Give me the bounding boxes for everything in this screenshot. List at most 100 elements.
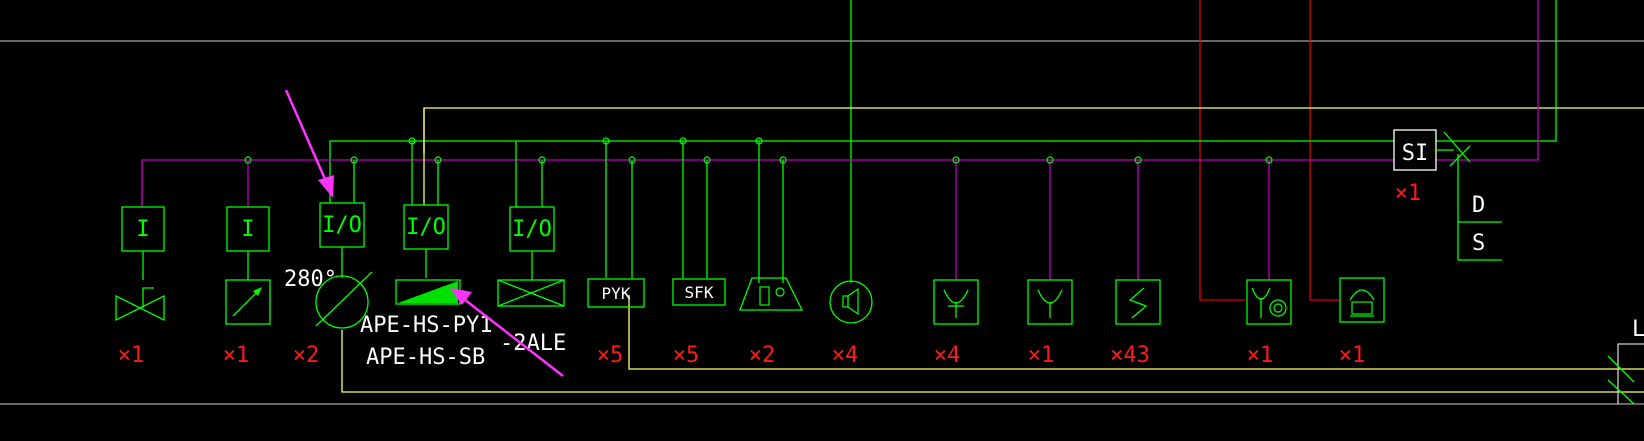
si-label: SI: [1402, 141, 1429, 166]
quantity-label: ×4: [832, 343, 859, 368]
heat-detector-cup: [943, 289, 969, 304]
speaker-icon: [829, 280, 873, 324]
combo-detector-ring-outer: [1269, 299, 1287, 317]
device-fire-damper[interactable]: I/O 280° ×2: [284, 156, 373, 368]
yellow-wire-upper: [423, 107, 1644, 153]
device-valve[interactable]: I ×1: [115, 160, 165, 368]
device-alarm-bell[interactable]: ×2: [739, 137, 804, 368]
junction-dot: [779, 156, 787, 164]
junction-dot: [679, 137, 687, 145]
device-combo-detector[interactable]: ×1: [1246, 156, 1292, 368]
quantity-label: ×1: [1247, 343, 1274, 368]
smoke-detector-icon: [1027, 279, 1073, 325]
speaker-cone: [847, 287, 859, 316]
pyk-box: [587, 278, 645, 308]
module-label: I/O: [512, 217, 552, 242]
device-smoke-exhaust-outlet[interactable]: I/O APE-HS-PY1 APE-HS-SB: [360, 108, 492, 370]
red-wire-2: [1309, 0, 1340, 301]
device-telephone[interactable]: ×1: [1339, 277, 1385, 368]
quantity-label: ×4: [934, 343, 961, 368]
sb-code-label: APE-HS-SB: [366, 345, 485, 370]
module-label: I: [241, 217, 254, 242]
device-smoke-damper[interactable]: I/O -2ALE: [497, 141, 566, 356]
telephone-icon: [1339, 277, 1385, 323]
si-quantity-label: ×1: [1395, 181, 1422, 206]
s-detector-zigzag: [1128, 287, 1148, 319]
smoke-detector-cup: [1037, 289, 1063, 304]
device-heat-detector[interactable]: ×4: [933, 156, 979, 368]
quantity-label: ×5: [673, 343, 700, 368]
combo-detector-icon: [1246, 279, 1292, 325]
device-speaker[interactable]: ×4: [829, 280, 873, 368]
quantity-label: ×43: [1110, 343, 1150, 368]
junction-dot: [244, 156, 252, 164]
angle-annotation: 280°: [284, 267, 337, 292]
combo-detector-ring-inner: [1273, 303, 1283, 313]
fire-damper-icon: [315, 275, 369, 329]
s-detector-icon: [1115, 279, 1161, 325]
valve-stem: [142, 287, 154, 308]
device-s-detector[interactable]: ×43: [1110, 156, 1161, 368]
device-flow-switch[interactable]: I ×1: [223, 156, 271, 368]
junction-dot: [703, 156, 711, 164]
arrow-shaft: [459, 295, 564, 377]
junction-dot: [602, 137, 610, 145]
edge-bracket: [1617, 343, 1644, 404]
junction-dot: [1046, 156, 1054, 164]
d-label: D: [1472, 193, 1485, 218]
valve-icon: [115, 294, 165, 322]
edge-label: LI: [1632, 317, 1644, 342]
smoke-damper-cross-2: [497, 279, 565, 307]
yellow-wire-lower-2: [628, 295, 1644, 370]
edge-slash-2: [1607, 379, 1635, 405]
fire-damper-blade: [315, 271, 373, 327]
alarm-bell-right-part: [775, 287, 785, 297]
red-wire-1: [1199, 0, 1245, 301]
flow-switch-arrow-head: [253, 287, 262, 296]
edge-slash-1: [1607, 355, 1635, 383]
module-label: PYK: [602, 284, 631, 303]
quantity-label: ×1: [1339, 343, 1366, 368]
combo-detector-cup: [1251, 287, 1271, 300]
sfk-box: [672, 278, 726, 306]
junction-dot: [1134, 156, 1142, 164]
telephone-base: [1351, 301, 1373, 315]
alarm-bell-icon: [739, 277, 804, 311]
flow-switch-icon: [225, 279, 271, 325]
module-label: I/O: [322, 213, 362, 238]
si-panel[interactable]: SI ×1 D S: [1393, 129, 1502, 261]
alarm-bell-left-part: [759, 286, 770, 306]
device-smoke-detector[interactable]: ×1: [1027, 156, 1073, 368]
si-slash-2: [1449, 145, 1471, 167]
si-slash-1: [1443, 131, 1471, 163]
junction-dot: [952, 156, 960, 164]
quantity-label: ×1: [223, 343, 250, 368]
junction-dot: [350, 156, 358, 164]
device-pyk[interactable]: PYK ×5: [587, 137, 645, 368]
junction-dot: [1265, 156, 1273, 164]
junction-dot: [538, 156, 546, 164]
quantity-label: ×2: [293, 343, 320, 368]
annotation-arrow-1: [284, 89, 334, 198]
quantity-label: ×5: [597, 343, 624, 368]
py-code-label: APE-HS-PY1: [360, 313, 492, 338]
speaker-body: [842, 295, 849, 308]
module-label: I/O: [406, 215, 446, 240]
quantity-label: ×2: [749, 343, 776, 368]
magenta-bus-line: [141, 0, 1539, 207]
quantity-label: ×1: [118, 343, 145, 368]
flow-switch-arrow: [232, 289, 260, 317]
green-bus-line: [329, 0, 1557, 203]
junction-dot: [434, 156, 442, 164]
smoke-damper-icon: [497, 279, 565, 307]
annotation-arrow-2: [450, 288, 564, 377]
device-sfk[interactable]: SFK ×5: [672, 137, 726, 368]
junction-dot: [755, 137, 763, 145]
module-label: I: [136, 217, 149, 242]
yellow-wire-lower-1: [341, 330, 1644, 393]
junction-dot: [408, 137, 416, 145]
module-label: SFK: [685, 283, 714, 302]
quantity-label: ×1: [1028, 343, 1055, 368]
